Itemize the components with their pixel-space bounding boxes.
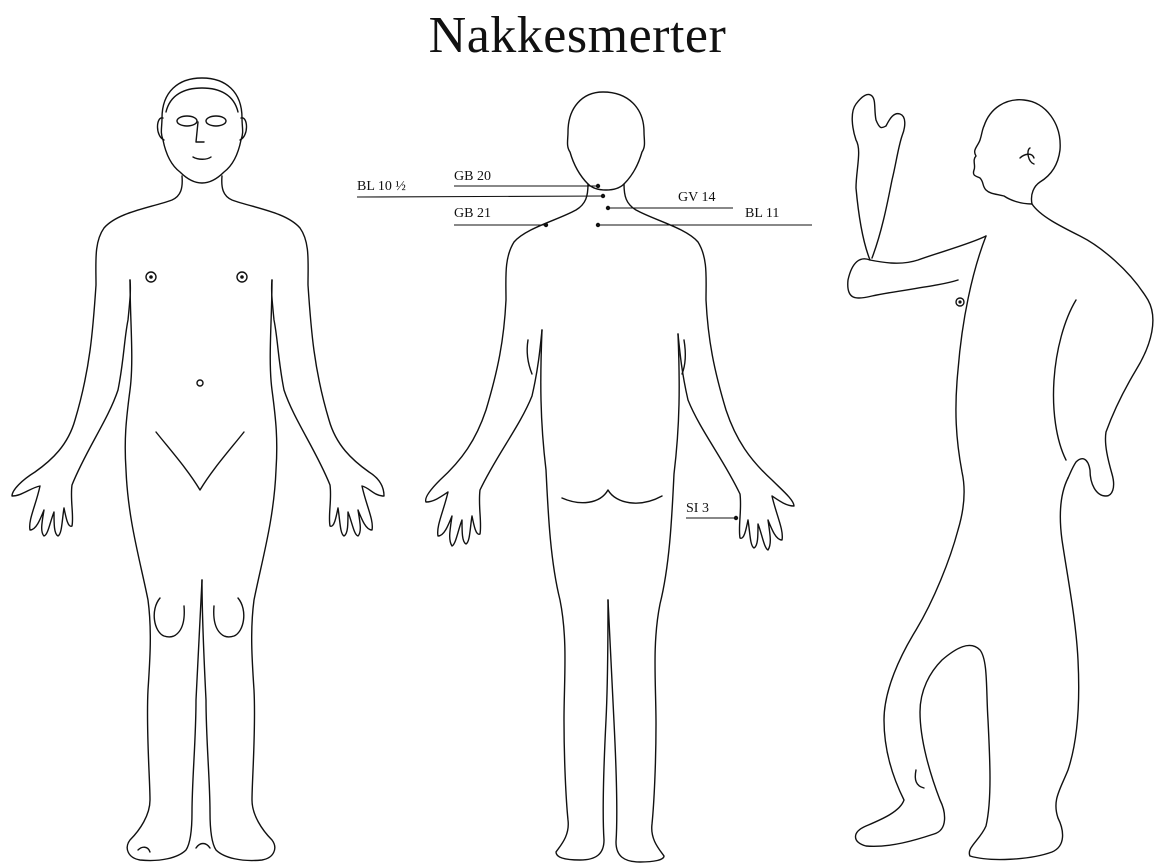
back-head: [568, 92, 645, 190]
side-head: [973, 100, 1060, 204]
label-si-3: SI 3: [686, 501, 709, 516]
label-gb-20: GB 20: [454, 169, 491, 184]
label-bl-10: BL 10 ½: [357, 179, 406, 194]
acupoint-labels: BL 10 ½ GB 20 GV 14 GB 21 BL 11 SI 3: [357, 169, 812, 520]
front-body-outline: [12, 176, 182, 536]
front-figure: [12, 78, 384, 861]
side-raised-arm: [848, 236, 986, 298]
front-head: [161, 78, 242, 183]
label-bl-11: BL 11: [745, 206, 779, 221]
side-figure: [848, 94, 1153, 859]
label-gv-14: GV 14: [678, 190, 715, 205]
label-gb-21: GB 21: [454, 206, 491, 221]
